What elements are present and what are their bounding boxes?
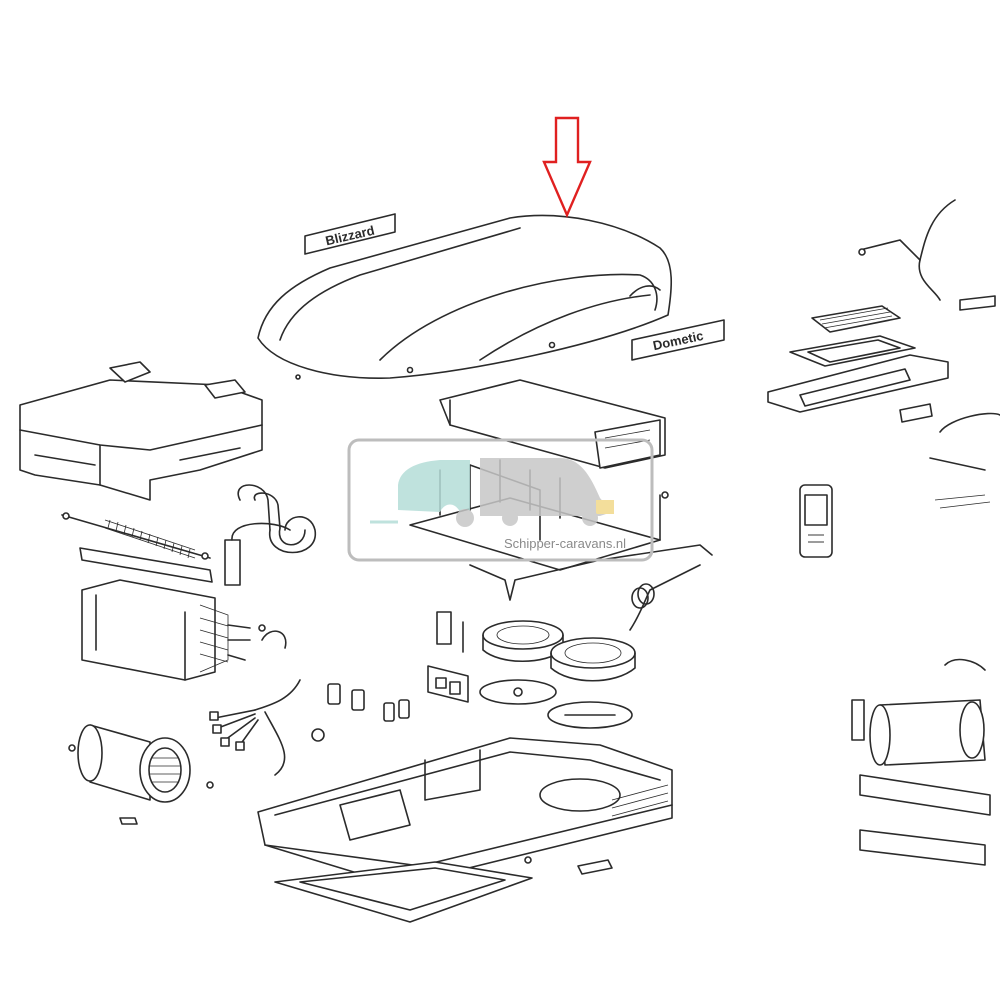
fan-plate-2 (547, 701, 633, 729)
wall-panel-right (929, 412, 1000, 509)
air-filter (811, 305, 901, 333)
top-cover (257, 214, 673, 380)
copper-pipes (224, 484, 316, 586)
watermark: Schipper-caravans.nl (347, 438, 654, 562)
bottom-frame (274, 861, 533, 923)
red-arrow-indicator (542, 116, 592, 219)
watermark-caravan-icon (370, 458, 614, 527)
small-plate-right (899, 295, 996, 423)
guide-wire (469, 544, 713, 601)
coiled-cable (629, 564, 701, 631)
filter-frame (789, 335, 916, 367)
remote-control (799, 484, 833, 558)
spring-rod (61, 512, 211, 560)
cable-loop-right (858, 199, 956, 301)
circuit-board (427, 665, 469, 703)
base-pan (257, 737, 673, 881)
fan-plate-1 (479, 679, 557, 705)
brand-label-top: Blizzard (304, 213, 396, 255)
compressor-right (851, 658, 986, 766)
watermark-text: Schipper-caravans.nl (504, 536, 626, 551)
wiring-harness-left (209, 679, 325, 776)
heat-exchanger-coil (81, 579, 287, 681)
blower-fan (68, 724, 214, 825)
mounting-rails-right (859, 774, 991, 866)
ceiling-grille (767, 354, 949, 413)
capacitors (327, 611, 464, 722)
flat-bar (79, 547, 213, 583)
small-gasket (524, 856, 613, 875)
fan-wheel-2 (550, 637, 636, 682)
control-box-cover (439, 379, 666, 469)
brand-label-side: Dometic (631, 319, 725, 361)
compressor-housing (19, 361, 263, 501)
